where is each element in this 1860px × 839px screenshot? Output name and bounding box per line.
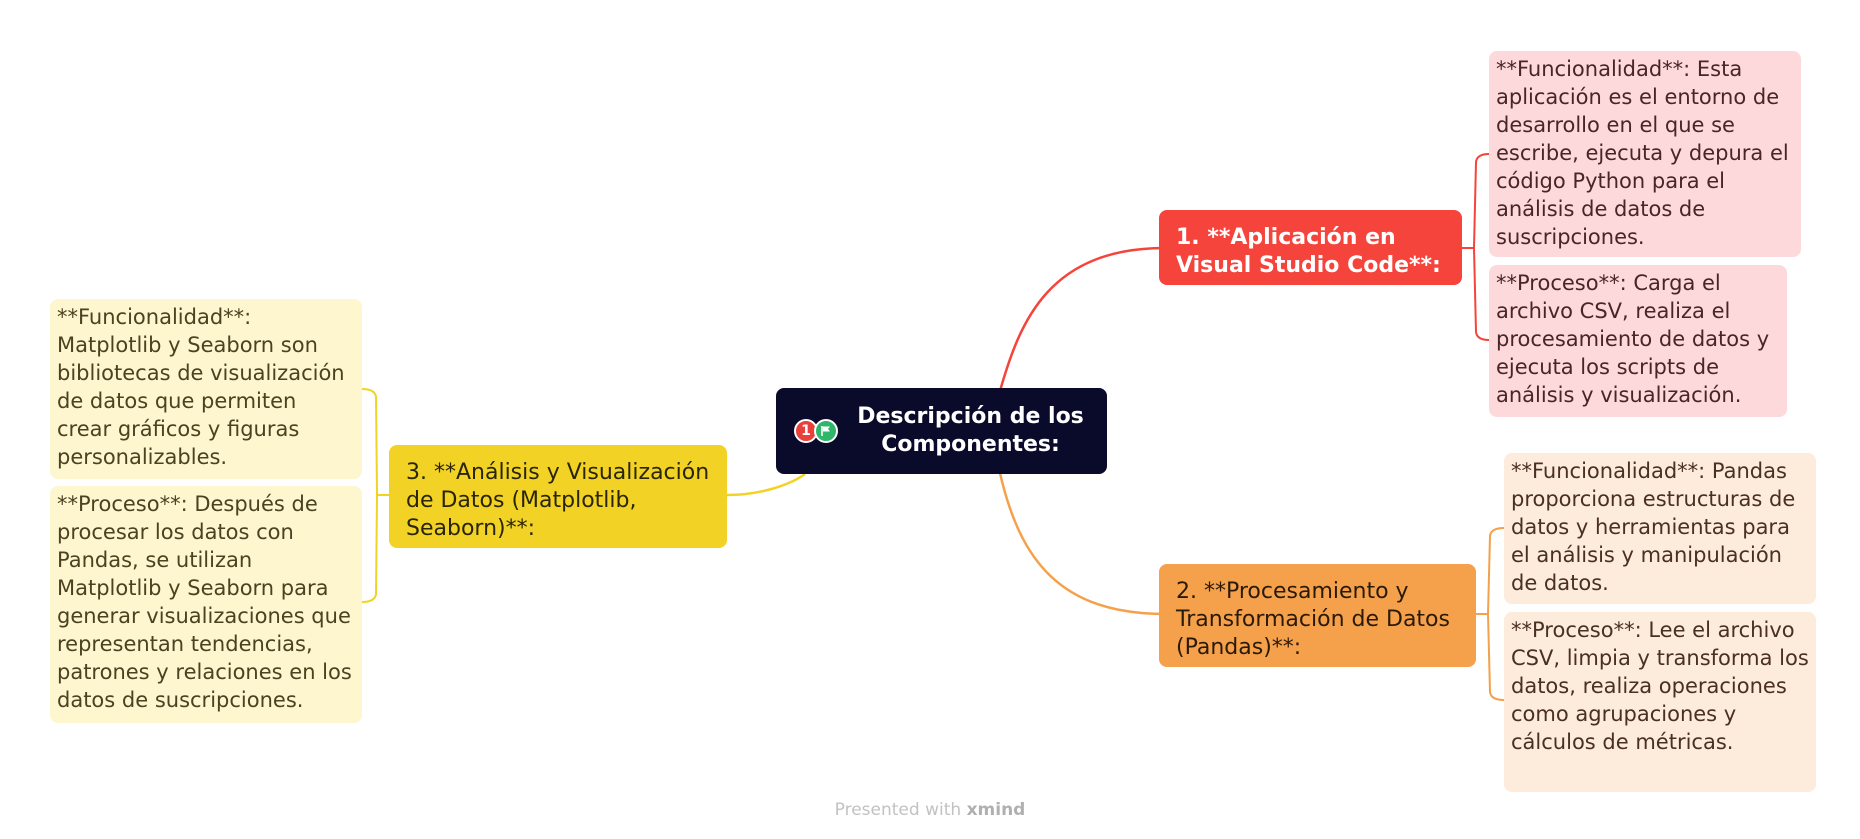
branch-2-leaf-2[interactable]: **Proceso**: Lee el archivo CSV, limpia … <box>1504 612 1816 792</box>
connector-branch-1-leaf-1 <box>1462 153 1490 249</box>
topic-markers: 1 <box>794 419 838 443</box>
connector-branch-3-leaf-1 <box>361 388 389 496</box>
connector-central-branch-3 <box>726 472 806 497</box>
footer-prefix: Presented with <box>834 800 962 820</box>
leaf-text: **Funcionalidad**: Esta aplicación es el… <box>1496 57 1789 249</box>
leaf-text: **Funcionalidad**: Pandas proporciona es… <box>1511 459 1796 595</box>
branch-1-leaf-2[interactable]: **Proceso**: Carga el archivo CSV, reali… <box>1489 265 1787 417</box>
connector-branch-1-leaf-2 <box>1473 247 1490 341</box>
connector-branch-3-leaf-2 <box>361 494 378 603</box>
branch-3-label: 3. **Análisis y Visualización de Datos (… <box>406 460 710 541</box>
connector-central-branch-1 <box>998 246 1166 392</box>
central-topic-title: Descripción de los Componentes: <box>857 404 1084 457</box>
connector-branch-2-leaf-1 <box>1476 527 1505 615</box>
branch-2-leaf-1[interactable]: **Funcionalidad**: Pandas proporciona es… <box>1504 453 1816 604</box>
leaf-text: **Proceso**: Lee el archivo CSV, limpia … <box>1511 618 1809 754</box>
branch-1-label: 1. **Aplicación en Visual Studio Code**: <box>1176 225 1441 278</box>
connector-central-branch-2 <box>998 472 1166 616</box>
branch-1-leaf-1[interactable]: **Funcionalidad**: Esta aplicación es el… <box>1489 51 1801 257</box>
leaf-text: **Funcionalidad**: Matplotlib y Seaborn … <box>57 305 345 469</box>
leaf-text: **Proceso**: Carga el archivo CSV, reali… <box>1496 271 1770 407</box>
central-topic[interactable]: 1 Descripción de los Componentes: <box>776 388 1107 474</box>
branch-3-leaf-2[interactable]: **Proceso**: Después de procesar los dat… <box>50 486 362 723</box>
branch-3-leaf-1[interactable]: **Funcionalidad**: Matplotlib y Seaborn … <box>50 299 362 479</box>
branch-2-label: 2. **Procesamiento y Transformación de D… <box>1176 579 1450 660</box>
connector-branch-2-leaf-2 <box>1487 613 1505 701</box>
branch-2-topic[interactable]: 2. **Procesamiento y Transformación de D… <box>1159 564 1476 667</box>
branch-3-topic[interactable]: 3. **Análisis y Visualización de Datos (… <box>389 445 727 548</box>
branch-1-topic[interactable]: 1. **Aplicación en Visual Studio Code**: <box>1159 210 1462 285</box>
flag-icon <box>814 419 838 443</box>
presented-with-footer: Presented with xmind <box>0 800 1860 820</box>
leaf-text: **Proceso**: Después de procesar los dat… <box>57 492 352 712</box>
xmind-logo: xmind <box>966 800 1026 820</box>
